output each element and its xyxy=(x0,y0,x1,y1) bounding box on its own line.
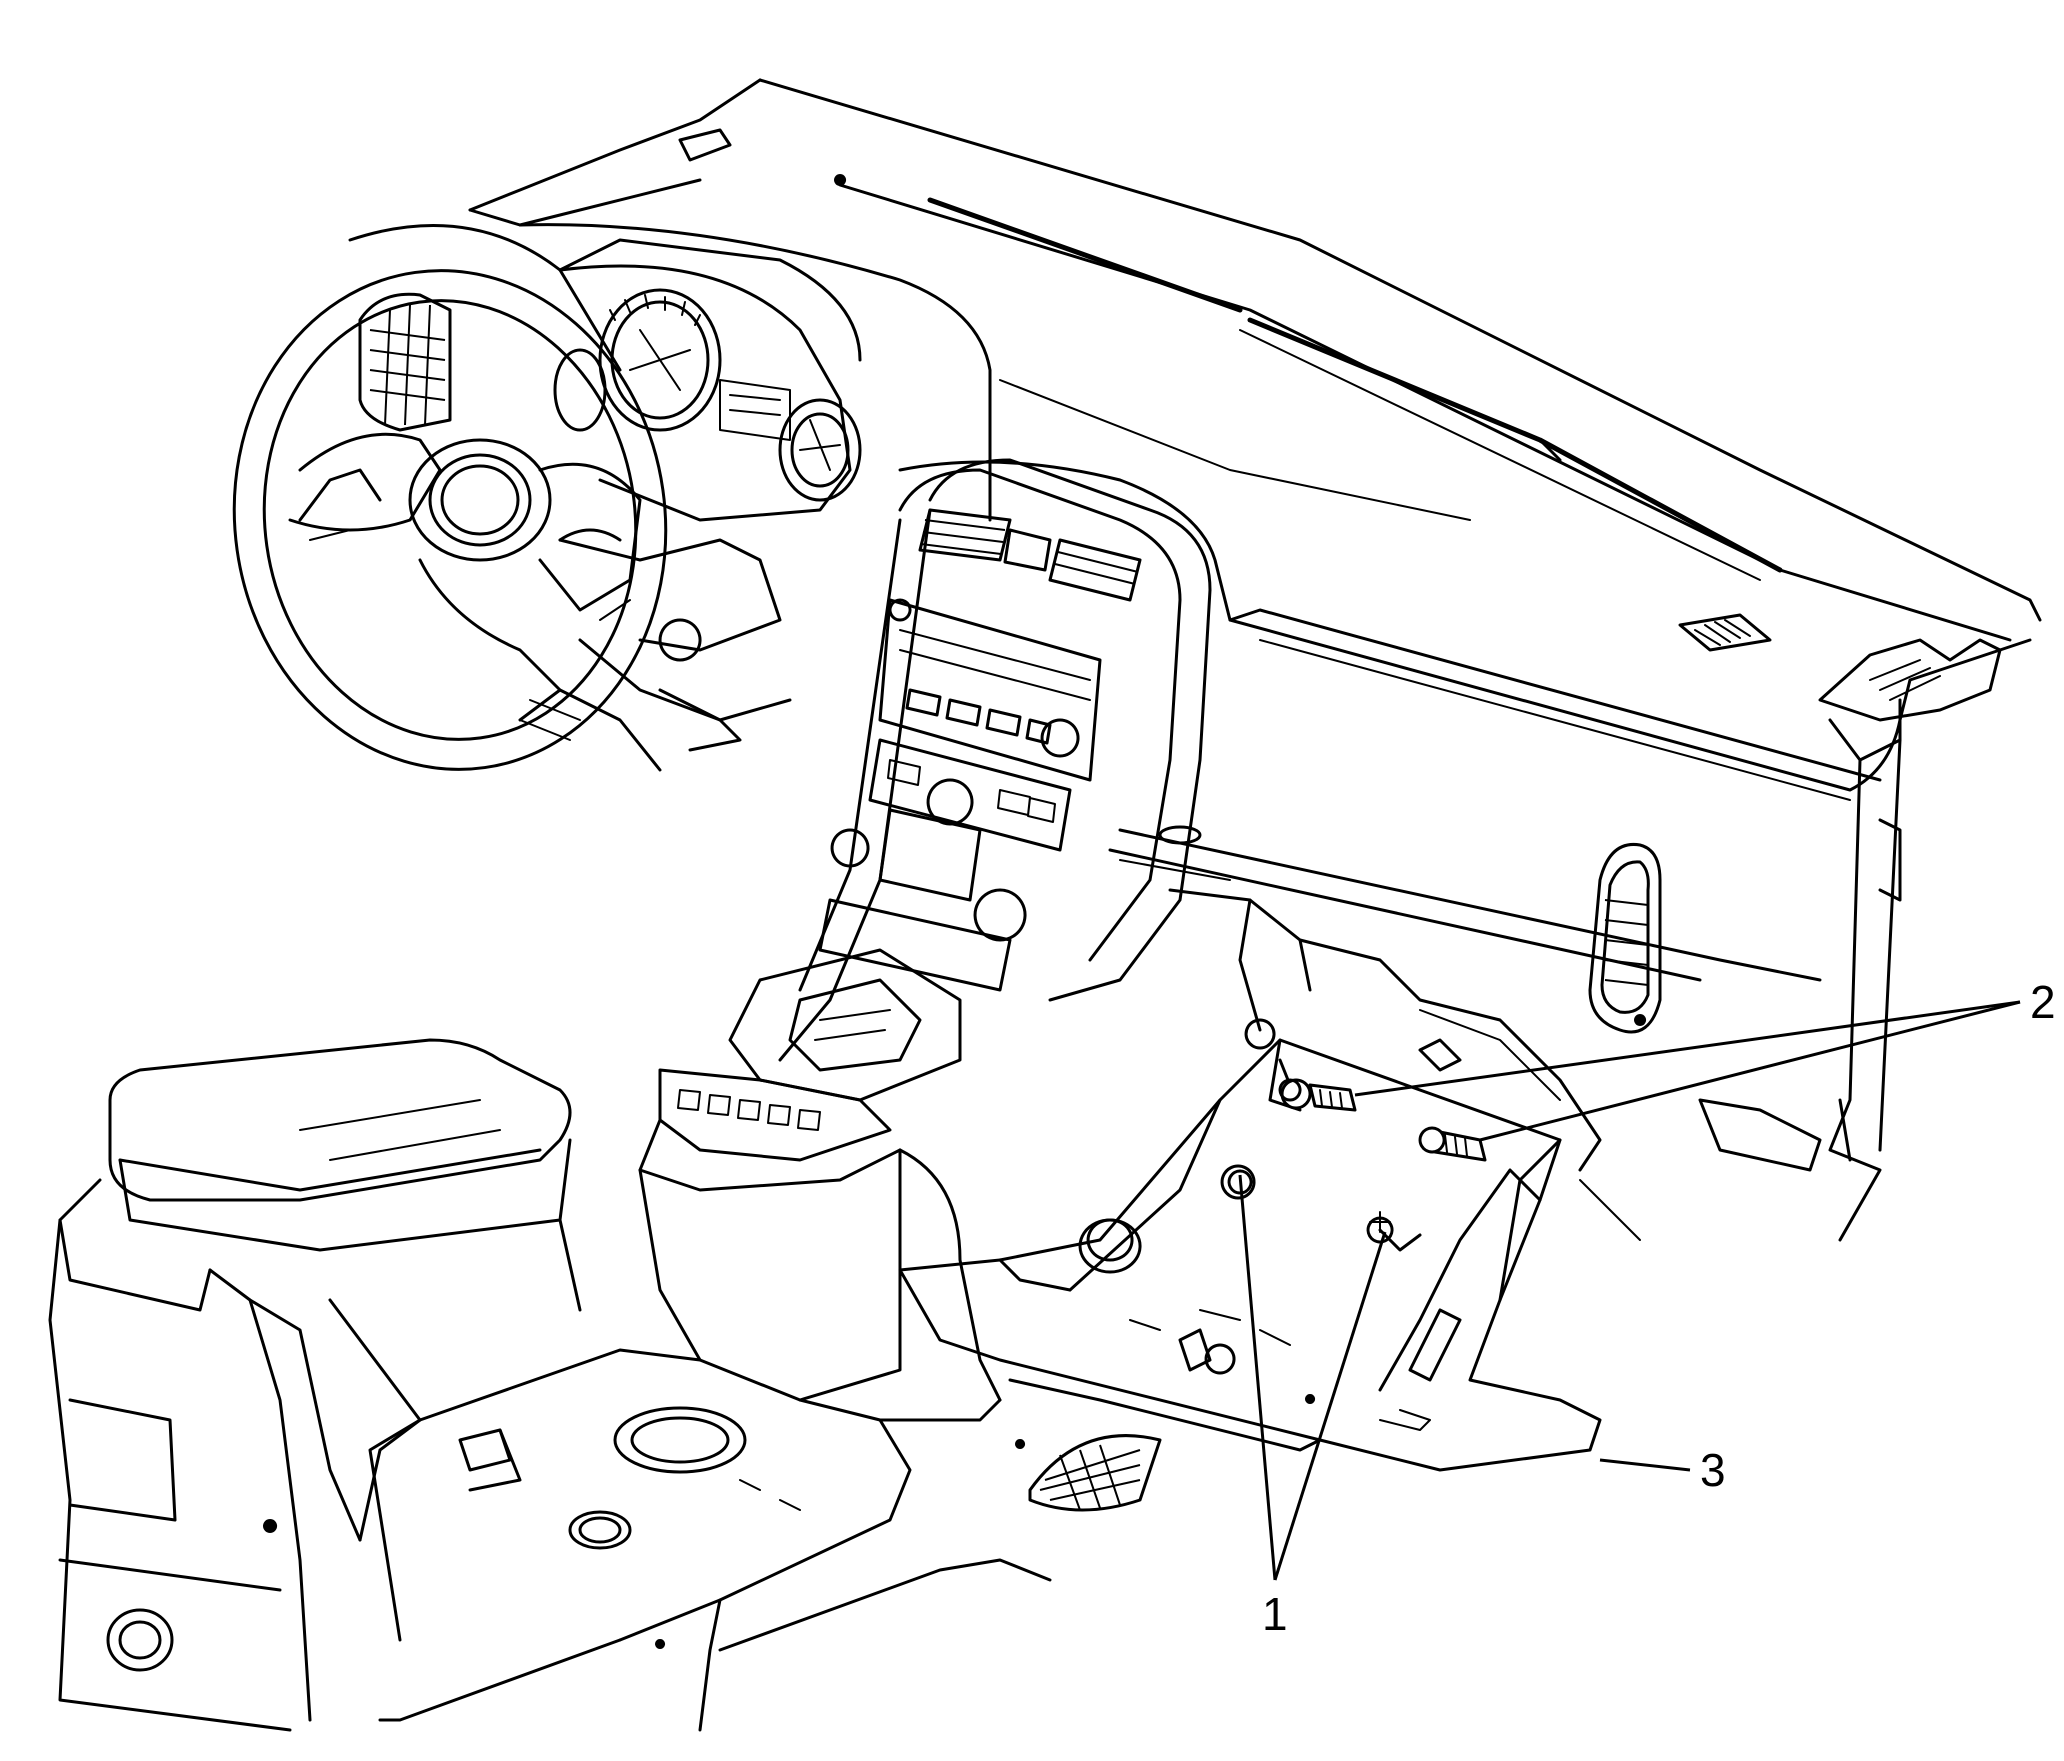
leader-3 xyxy=(1599,1458,1691,1472)
armrest-console xyxy=(48,1038,582,1732)
console-shifter xyxy=(638,948,962,1192)
center-stack xyxy=(778,458,1212,1062)
leader-1a xyxy=(1238,1174,1277,1581)
lower-left-dash xyxy=(519,538,792,772)
fasteners xyxy=(1220,1078,1487,1252)
glove-box-assembly xyxy=(898,1038,1602,1512)
dashboard-body xyxy=(518,223,2032,982)
glove-box-door xyxy=(1168,888,1822,1241)
right-side-bracket xyxy=(1818,638,2002,1242)
dashboard-top xyxy=(468,78,2042,642)
callout-3: 3 xyxy=(1700,1444,1726,1496)
callout-1: 1 xyxy=(1262,1588,1288,1640)
center-console xyxy=(358,1148,1052,1732)
leader-2a xyxy=(1354,1000,2021,1097)
leader-1b xyxy=(1273,1231,1387,1581)
left-air-vent xyxy=(358,292,452,432)
callout-leaders xyxy=(1238,1000,2021,1581)
leader-2b xyxy=(1479,1000,2021,1142)
steering-wheel xyxy=(232,223,668,771)
callout-labels: 1 2 3 xyxy=(1262,976,2056,1640)
callout-2: 2 xyxy=(2030,976,2056,1028)
instrument-cluster xyxy=(553,238,862,522)
right-air-vent xyxy=(1588,842,1662,1034)
